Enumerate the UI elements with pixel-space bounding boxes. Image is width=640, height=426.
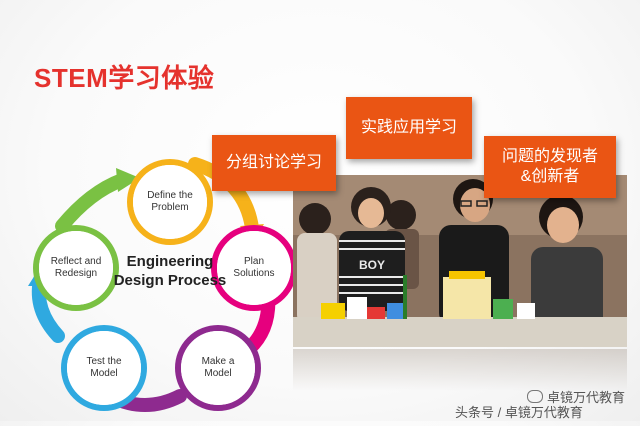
label-discoverer-line1: 问题的发现者 (501, 148, 598, 165)
label-discoverer-line2: &创新者 (520, 168, 580, 185)
label-group-discussion-text: 分组讨论学习 (225, 154, 322, 171)
students-photo-illustration: BOY (293, 175, 627, 347)
shirt-text: BOY (359, 258, 385, 272)
label-group-discussion: 分组讨论学习 (212, 135, 336, 191)
arrow-reflect-to-define (55, 173, 129, 233)
photo-reflection (293, 349, 627, 391)
step-test-line1: Test the (86, 356, 122, 367)
arrowhead-reflect-define (116, 168, 140, 192)
label-discoverer-innovator: 问题的发现者 &创新者 (484, 136, 616, 198)
step-plan-line1: Plan (243, 256, 264, 267)
watermark-brand: 卓镜万代教育 (527, 387, 625, 406)
step-plan-line2: Solutions (233, 268, 275, 279)
page-title: STEM学习体验 (34, 63, 215, 93)
students-photo: BOY (293, 175, 627, 347)
center-title-line2: Design Process (113, 272, 227, 289)
watermark-line1: 卓镜万代教育 (547, 390, 626, 405)
watermark-source: 头条号 / 卓镜万代教育 (455, 405, 583, 420)
step-make-line2: Model (204, 368, 232, 379)
diagram-center-title: Engineering Design Process (95, 252, 245, 290)
step-define-line1: Define the (147, 190, 193, 201)
step-make-line1: Make a (201, 356, 235, 367)
step-reflect-line1: Reflect and (50, 256, 102, 267)
step-test-line2: Model (90, 368, 118, 379)
center-title-line1: Engineering (126, 253, 214, 270)
step-reflect-line2: Redesign (54, 268, 98, 279)
step-define-line2: Problem (151, 202, 189, 213)
label-practice-learning: 实践应用学习 (346, 97, 472, 159)
label-practice-text: 实践应用学习 (360, 119, 457, 136)
watermark-chat-icon (527, 390, 543, 403)
